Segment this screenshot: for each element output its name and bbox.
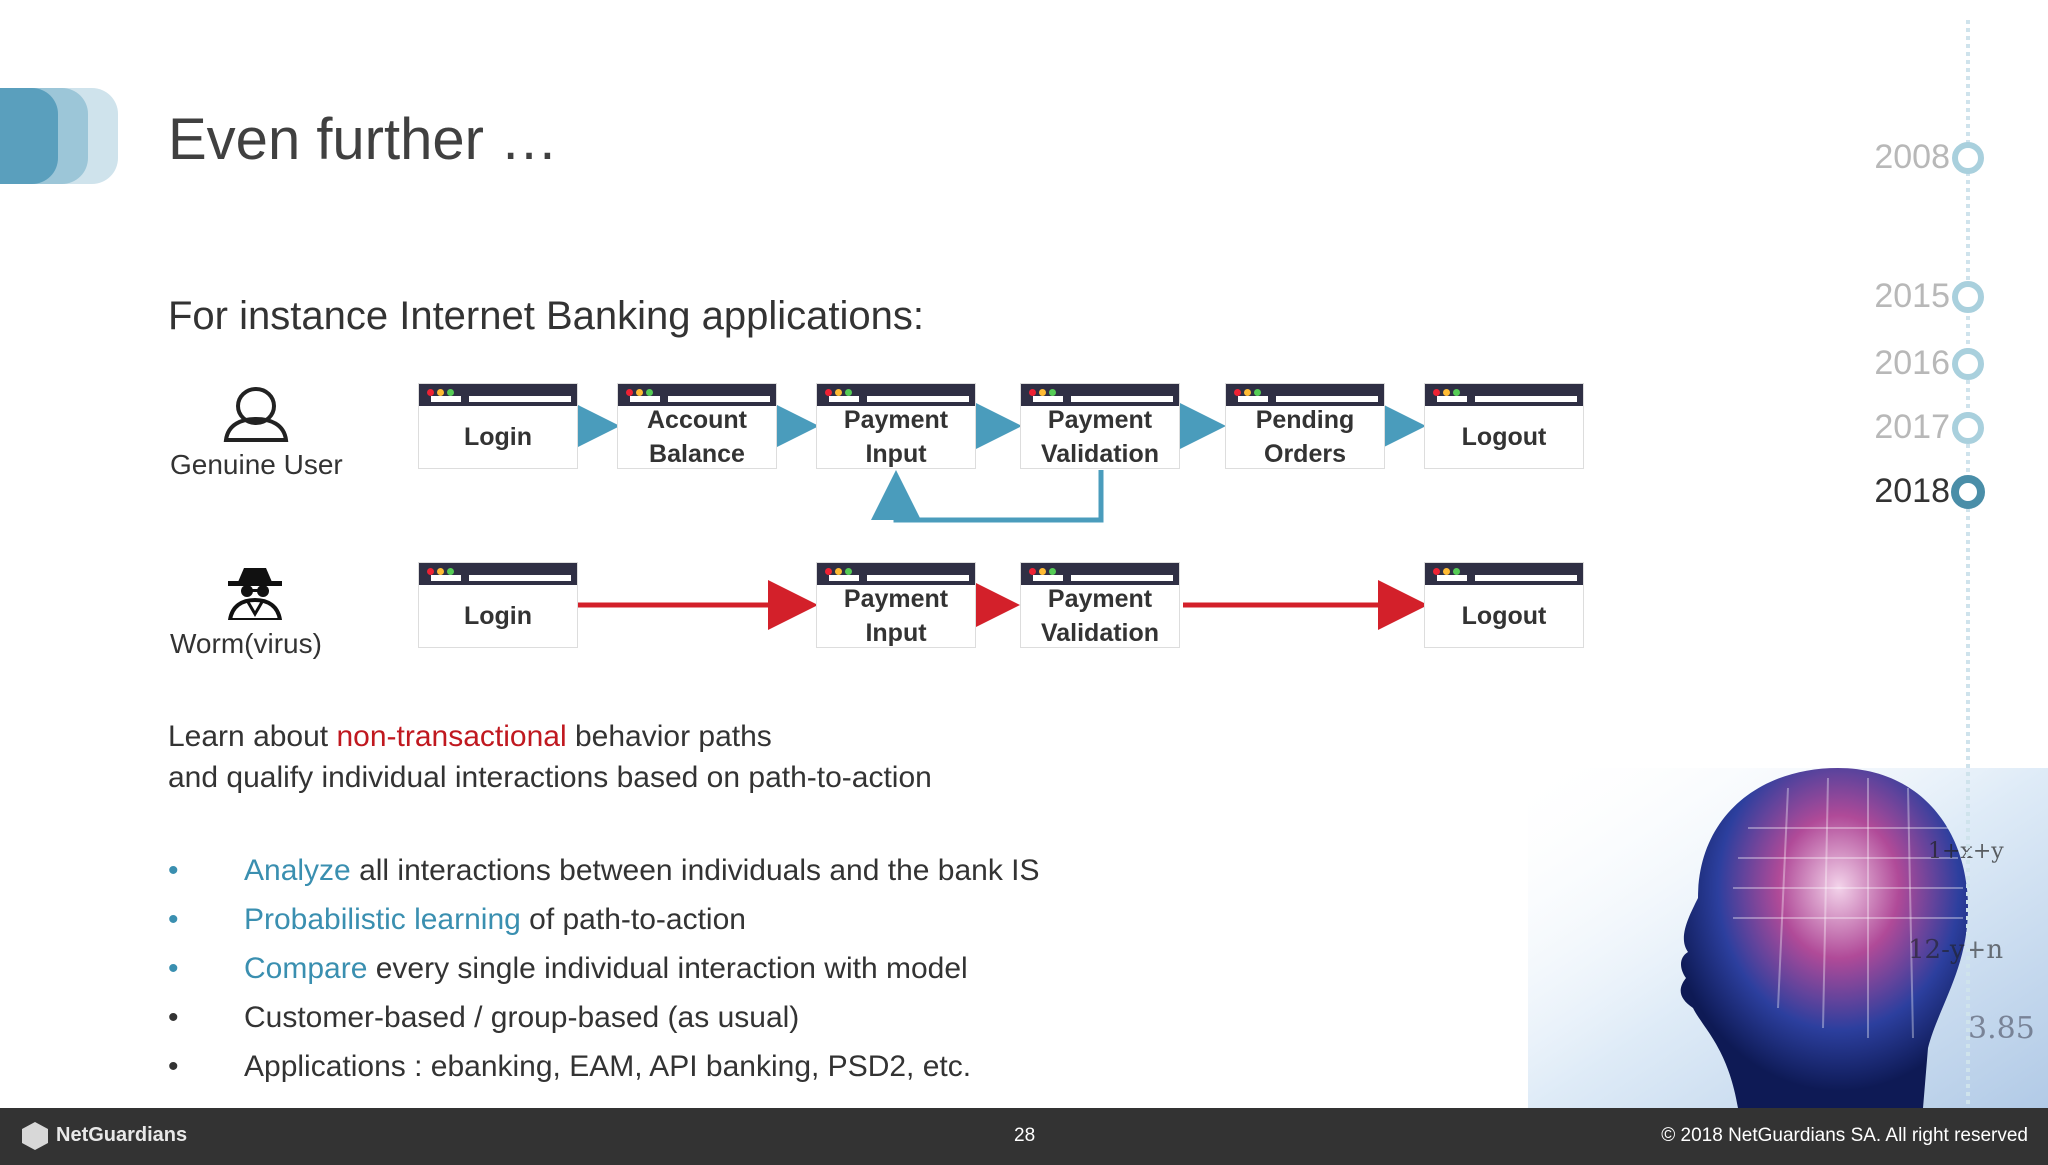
page-number: 28 — [1014, 1125, 1036, 1146]
bullet-highlight: Analyze — [244, 854, 351, 887]
step-label: Logout — [1461, 602, 1547, 630]
bullet-item: • Applications : ebanking, EAM, API banki… — [168, 1042, 1040, 1091]
timeline-year-2015: 2015 — [1874, 277, 1950, 315]
timeline: 2008 2015 2016 2017 2018 — [1800, 0, 2048, 1108]
bullet-item: • Customer-based / group-based (as usual) — [168, 993, 1040, 1042]
browser-window-worm-payment-input: Payment Input — [816, 562, 976, 648]
learn-paragraph: Learn about non-transactional behavior p… — [168, 716, 932, 798]
step-label: Account Balance — [647, 406, 747, 468]
svg-text:12-y+n: 12-y+n — [1908, 935, 2003, 965]
svg-text:3.85: 3.85 — [1968, 1011, 2035, 1046]
step-label: Logout — [1461, 423, 1547, 451]
svg-text:1+x+y: 1+x+y — [1928, 839, 2004, 864]
bullet-text: every single individual interaction with… — [367, 952, 968, 985]
bullet-text: of path-to-action — [520, 903, 746, 936]
timeline-year-2018-active: 2018 — [1874, 472, 1950, 510]
step-label: Payment Input — [843, 585, 949, 647]
learn-line-2: and qualify individual interactions base… — [168, 761, 932, 794]
bullet-highlight: Probabilistic learning — [244, 903, 521, 936]
page-subtitle: For instance Internet Banking applicatio… — [168, 294, 924, 338]
bullet-list: • Analyze all interactions between indivi… — [168, 846, 1040, 1091]
browser-window-pending-orders: Pending Orders — [1225, 383, 1385, 469]
step-label: Payment Validation — [1040, 406, 1160, 468]
netguardians-logo-icon — [22, 1122, 48, 1150]
learn-text: Learn about — [168, 720, 337, 753]
spy-icon — [227, 568, 283, 620]
ai-head-illustration: 1+x+y 12-y+n 3.85 — [1528, 768, 2048, 1108]
timeline-line — [1951, 20, 1985, 1108]
step-label: Payment Input — [843, 406, 949, 468]
learn-line-1: Learn about non-transactional behavior p… — [168, 716, 932, 757]
learn-text: behavior paths — [566, 720, 772, 753]
browser-window-payment-validation: Payment Validation — [1020, 383, 1180, 469]
bullet-text: all interactions between individuals and… — [350, 854, 1040, 887]
highlight-non-transactional: non-transactional — [336, 720, 567, 753]
timeline-year-2017: 2017 — [1874, 408, 1950, 446]
page-title: Even further … — [168, 107, 559, 172]
browser-window-payment-input: Payment Input — [816, 383, 976, 469]
browser-window-login: Login — [418, 383, 578, 469]
bullet-dot: • — [168, 1050, 179, 1083]
step-label: Login — [463, 423, 533, 451]
bullet-item: • Compare every single individual interac… — [168, 944, 1040, 993]
browser-window-worm-payment-validation: Payment Validation — [1020, 562, 1180, 648]
bullet-dot: • — [168, 854, 179, 887]
timeline-year-2008: 2008 — [1874, 138, 1950, 176]
bullet-item: • Analyze all interactions between indivi… — [168, 846, 1040, 895]
bullet-text: Applications : ebanking, EAM, API bankin… — [244, 1050, 972, 1083]
timeline-year-2016: 2016 — [1874, 344, 1950, 382]
chevron-logo-shapes — [0, 88, 118, 184]
bullet-text: Customer-based / group-based (as usual) — [244, 1001, 800, 1034]
bullet-dot: • — [168, 952, 179, 985]
actor-genuine-user: Genuine User — [170, 449, 343, 480]
bullet-dot: • — [168, 903, 179, 936]
browser-window-logout: Logout — [1424, 383, 1584, 469]
step-label: Login — [463, 602, 533, 630]
browser-window-account-balance: Account Balance — [617, 383, 777, 469]
bullet-dot: • — [168, 1001, 179, 1034]
bullet-highlight: Compare — [244, 952, 368, 985]
user-icon — [223, 387, 289, 442]
browser-window-worm-login: Login — [418, 562, 578, 648]
step-label: Payment Validation — [1040, 585, 1160, 647]
footer-bar: NetGuardians 28 © 2018 NetGuardians SA. … — [0, 1108, 2048, 1165]
actor-worm-virus: Worm(virus) — [170, 628, 322, 659]
step-label: Pending Orders — [1255, 406, 1355, 468]
footer-brand: NetGuardians — [56, 1124, 188, 1146]
bullet-item: • Probabilistic learning of path-to-actio… — [168, 895, 1040, 944]
browser-window-worm-logout: Logout — [1424, 562, 1584, 648]
copyright: © 2018 NetGuardians SA. All right reserv… — [1661, 1125, 2028, 1146]
